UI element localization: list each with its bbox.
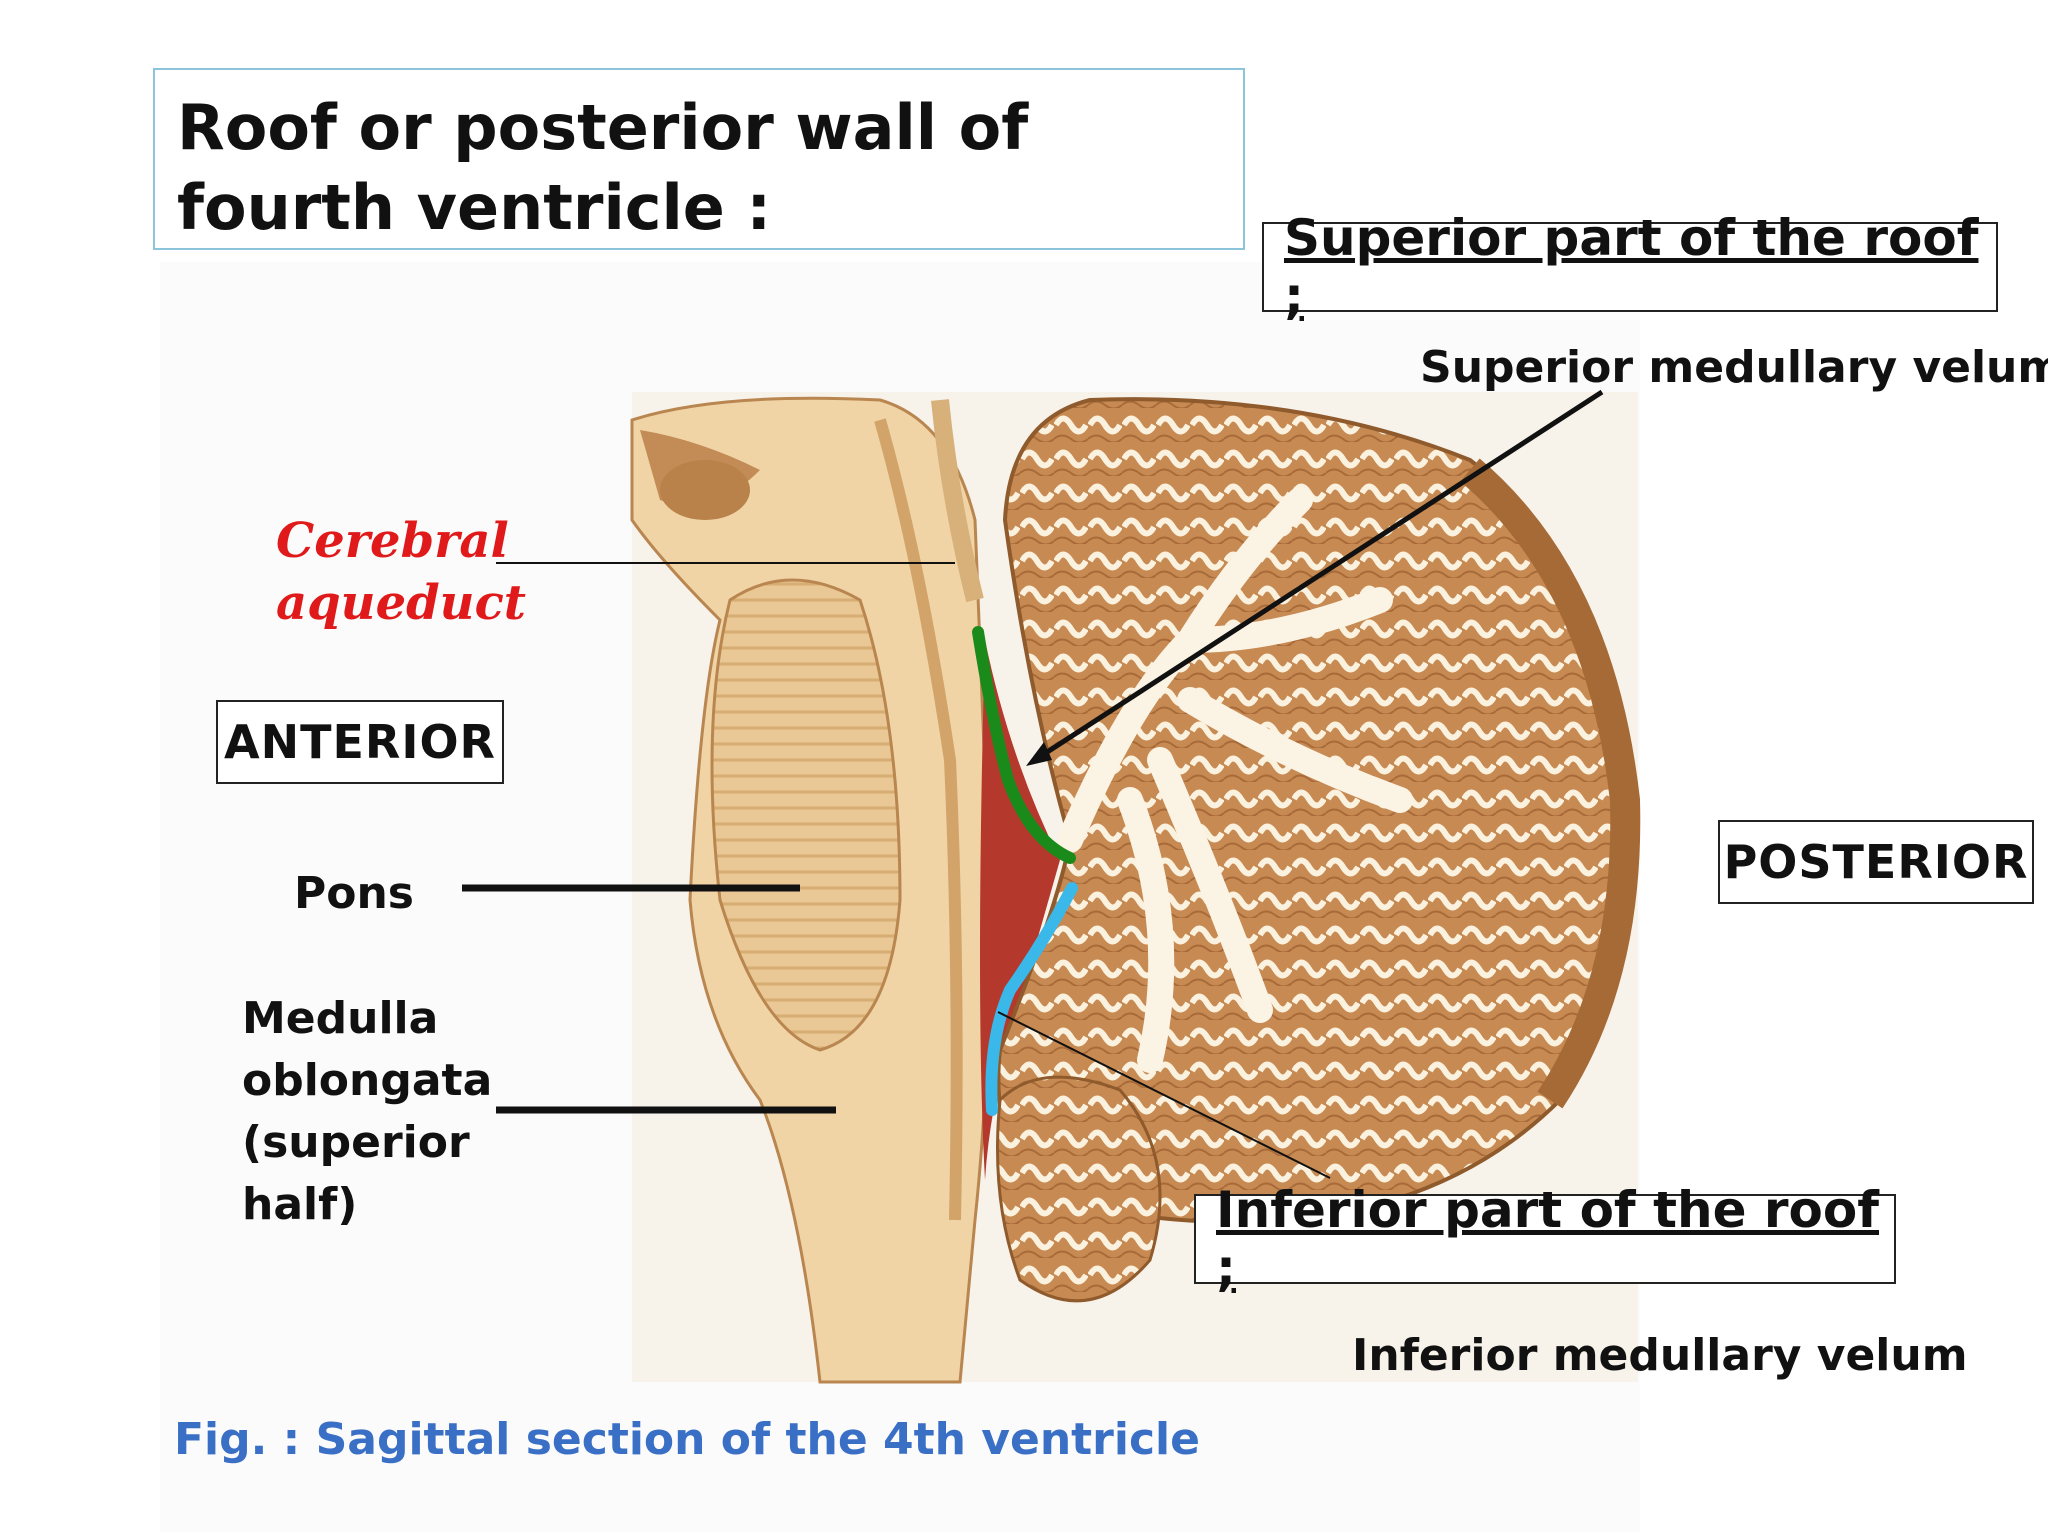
cerebellum-white-matter: [1057, 487, 1413, 1073]
medulla-oblongata-label: Medulla oblongata (superior half): [242, 993, 493, 1230]
anterior-label: ANTERIOR: [216, 700, 504, 784]
posterior-label: POSTERIOR: [1718, 820, 2034, 904]
figure-caption: Fig. : Sagittal section of the 4th ventr…: [174, 1414, 1200, 1465]
inferior-medullary-velum-label: Inferior medullary velum: [1352, 1330, 1968, 1381]
inferior-roof-heading: Inferior part of the roof ;: [1194, 1181, 1896, 1297]
inferior-roof-blue-line: [985, 882, 1078, 1116]
superior-velum-arrowhead: [1026, 742, 1052, 766]
tegmentum-fibers: [874, 418, 963, 1221]
colliculus: [660, 460, 750, 520]
pons-label: Pons: [294, 868, 414, 919]
tonsil-lobe: [996, 1075, 1162, 1303]
slide-title: Roof or posterior wall of fourth ventric…: [153, 68, 1245, 250]
cerebellum-rim: [1460, 458, 1641, 1109]
superior-roof-green-line: [972, 626, 1076, 864]
cerebral-aqueduct-channel: [931, 399, 984, 603]
superior-roof-heading: Superior part of the roof ;: [1262, 209, 1998, 325]
superior-velum-arrow-line: [1036, 389, 1604, 761]
superior-medullary-velum-label: Superior medullary velum: [1420, 342, 2048, 393]
inferior-velum-leader-line: [997, 1011, 1331, 1179]
cerebral-aqueduct-label: Cerebral aqueduct: [276, 513, 526, 631]
pons-bulge: [710, 578, 902, 1052]
